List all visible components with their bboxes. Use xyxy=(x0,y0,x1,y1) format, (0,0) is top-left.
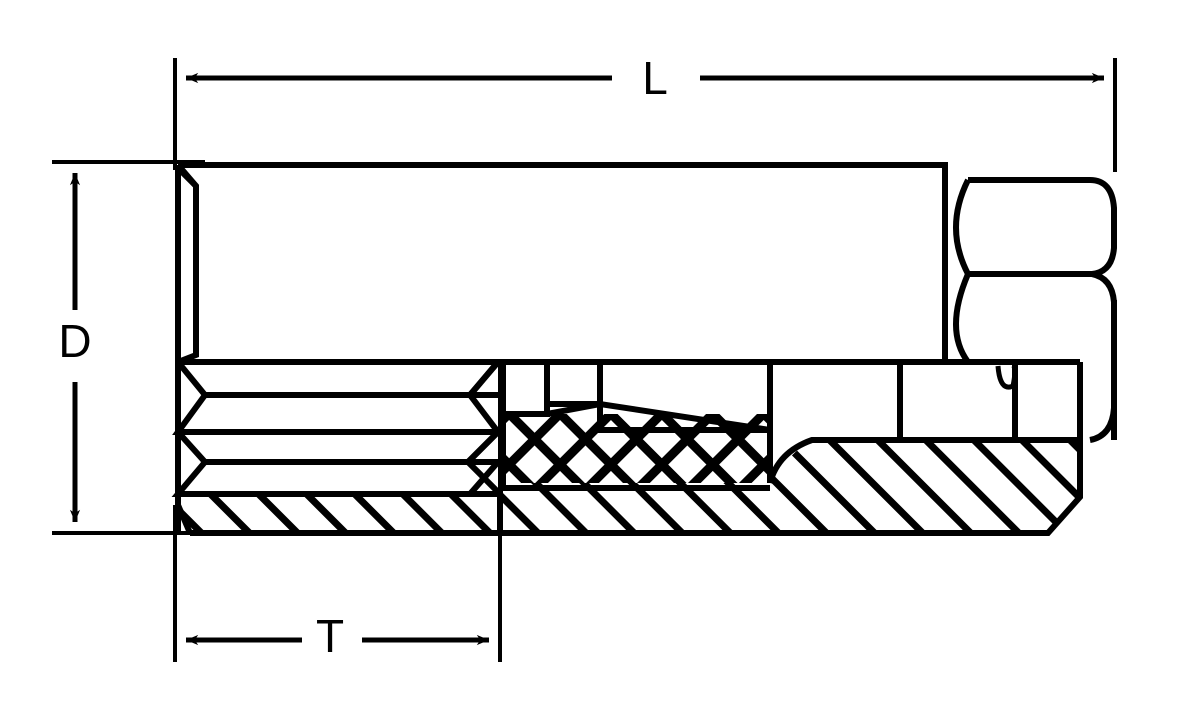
section-hatch-left xyxy=(178,494,500,533)
detail-box-second xyxy=(544,362,603,407)
hex-flank-mid-left xyxy=(172,393,208,435)
hex-flank-upper-left xyxy=(175,360,498,398)
body-internal-lines xyxy=(175,165,1083,536)
hex-flank-bottom-left xyxy=(171,460,500,497)
detent-teardrop xyxy=(995,365,1018,390)
detail-box-wide xyxy=(597,362,773,433)
drive-end-lower-outline xyxy=(968,271,1117,443)
drive-end-lower-left-curve xyxy=(953,272,971,364)
internal-hex-profile xyxy=(171,360,503,497)
barrel-top-chamfer-notch xyxy=(175,163,199,188)
dimension-label-T: T xyxy=(316,610,344,662)
detail-box-first xyxy=(500,362,550,417)
dimension-label-D: D xyxy=(58,315,91,367)
transition-fillet xyxy=(767,437,1080,484)
left-section-boundary xyxy=(178,488,503,533)
barrel-top-outline xyxy=(178,162,948,358)
drive-end-top-outline xyxy=(968,177,1117,277)
detent-ball-recess xyxy=(995,365,1018,390)
drive-end-left-curve xyxy=(953,178,971,276)
body-bottom-left-chamfer xyxy=(175,503,193,535)
square-drive-end xyxy=(953,177,1117,443)
hex-flank-lower-left xyxy=(175,429,498,465)
hex-converge-right xyxy=(463,360,503,497)
dimension-label-L: L xyxy=(642,52,668,104)
body-bottom-right-outline xyxy=(190,362,1083,536)
knurl-band-outline xyxy=(500,400,773,491)
knurl-top-edge xyxy=(503,400,771,433)
